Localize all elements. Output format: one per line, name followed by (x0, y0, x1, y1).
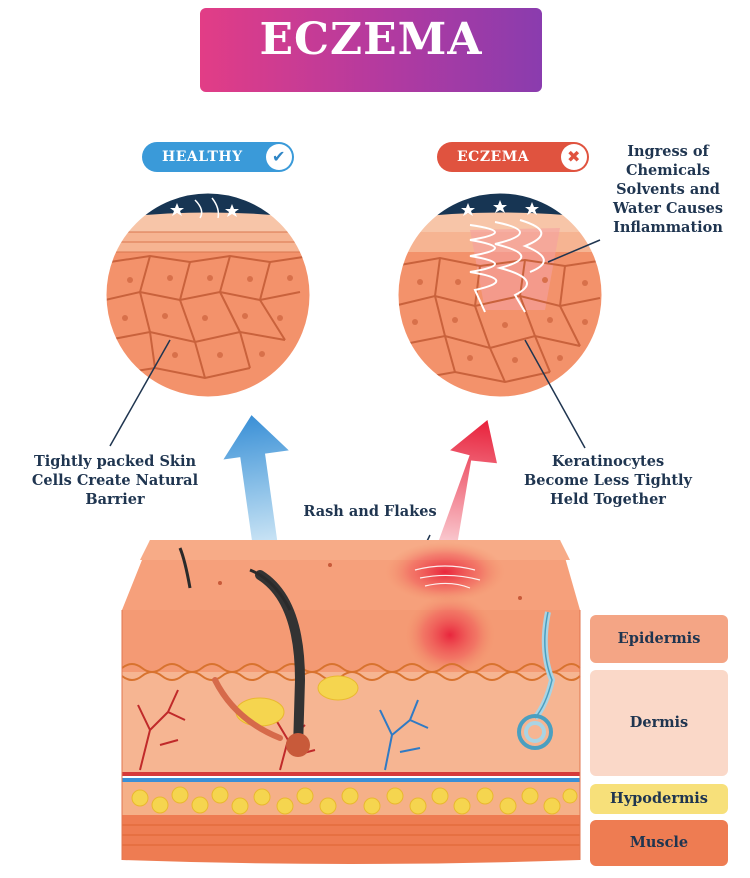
layer-label-hypodermis: Hypodermis (610, 790, 708, 807)
rash-label: Rash and Flakes (303, 503, 437, 520)
keratinocytes-label: Keratinocytes Become Less Tightly Held T… (508, 452, 708, 509)
keratinocytes-line-3: Held Together (550, 491, 666, 508)
ingress-line-5: Inflammation (613, 219, 723, 236)
ingress-line-4: Water Causes (612, 200, 724, 217)
layer-label-dermis: Dermis (629, 714, 689, 731)
ingress-line-2: Chemicals (625, 162, 711, 179)
epidermis-box (590, 615, 728, 663)
healthy-arrow (223, 415, 289, 567)
keratinocytes-line-1: Keratinocytes (551, 453, 665, 470)
skin-cross-section (121, 540, 581, 864)
healthy-badge: HEALTHY ✔ (142, 142, 294, 172)
healthy-barrier-label: Tightly packed Skin Cells Create Natural… (20, 452, 210, 509)
layer-label-epidermis: Epidermis (617, 630, 701, 647)
eczema-badge-label: ECZEMA (457, 149, 530, 165)
healthy-badge-label: HEALTHY (162, 149, 243, 165)
ingress-line-1: Ingress of (627, 143, 709, 160)
eczema-arrow (432, 419, 497, 560)
keratinocytes-line-2: Become Less Tightly (523, 472, 692, 489)
ingress-line-3: Solvents and (616, 181, 720, 198)
healthy-barrier-line-2: Cells Create Natural (31, 472, 199, 489)
ingress-label: Ingress of Chemicals Solvents and Water … (598, 142, 738, 237)
muscle-box (590, 820, 728, 866)
ingress-pointer-line (547, 239, 601, 263)
healthy-barrier-line-3: Barrier (85, 491, 145, 508)
hypodermis-box (590, 784, 728, 814)
eczema-skin-magnifier (397, 192, 603, 398)
check-icon: ✔ (266, 144, 292, 170)
healthy-barrier-line-1: Tightly packed Skin (33, 453, 197, 470)
layer-label-muscle: Muscle (629, 834, 689, 851)
healthy-pointer-line (109, 339, 171, 447)
title-banner (200, 8, 542, 92)
x-icon: ✖ (561, 144, 587, 170)
keratinocytes-pointer-line (524, 339, 586, 449)
page-title: ECZEMA (259, 14, 483, 65)
dermis-box (590, 670, 728, 776)
eczema-badge: ECZEMA ✖ (437, 142, 589, 172)
